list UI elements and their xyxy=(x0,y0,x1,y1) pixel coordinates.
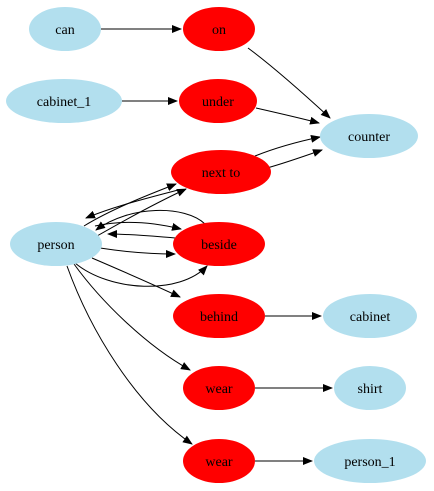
edge-person-to-wear_2 xyxy=(66,265,193,445)
edges-layer xyxy=(66,25,333,465)
node-shape xyxy=(171,150,271,194)
node-shape xyxy=(6,79,122,123)
edge-beside-to-person xyxy=(95,210,206,231)
edge-next_to-to-person xyxy=(85,189,179,219)
node-shape xyxy=(320,114,418,158)
node-label: under xyxy=(202,95,234,110)
node-label: counter xyxy=(348,130,390,145)
edge-on-to-counter xyxy=(247,47,331,119)
node-shape xyxy=(173,294,265,338)
node-can: can xyxy=(29,7,101,51)
edge-next_to-to-counter xyxy=(254,134,321,157)
node-shape xyxy=(323,294,417,338)
node-label: on xyxy=(212,23,226,38)
edge-under-to-counter xyxy=(255,107,320,125)
node-shape xyxy=(314,439,426,483)
edge-person-to-next_to xyxy=(83,183,177,227)
node-shape xyxy=(179,79,257,123)
node-on: on xyxy=(183,7,255,51)
node-shirt: shirt xyxy=(334,366,406,410)
edge-person-to-next_to xyxy=(96,188,187,237)
node-label: cabinet_1 xyxy=(37,95,91,110)
edge-beside-to-person xyxy=(107,230,176,239)
node-label: person xyxy=(37,238,74,253)
node-behind: behind xyxy=(173,294,265,338)
node-shape xyxy=(183,439,255,483)
node-counter: counter xyxy=(320,114,418,158)
node-wear-2: wear xyxy=(183,439,255,483)
node-label: behind xyxy=(200,310,238,325)
edge-person-to-beside xyxy=(94,221,182,231)
edge-person-to-beside xyxy=(99,247,176,258)
node-label: wear xyxy=(205,382,233,397)
node-cabinet: cabinet xyxy=(323,294,417,338)
node-shape xyxy=(183,7,255,51)
node-label: person_1 xyxy=(344,455,395,470)
node-label: can xyxy=(55,23,74,38)
node-label: beside xyxy=(201,238,237,253)
node-shape xyxy=(29,7,101,51)
node-person: person xyxy=(10,222,102,266)
nodes-layer: can on cabinet_1 under counter next to person b… xyxy=(6,7,426,483)
node-label: wear xyxy=(205,455,233,470)
node-shape xyxy=(183,366,255,410)
node-under: under xyxy=(179,79,257,123)
node-beside: beside xyxy=(173,222,265,266)
node-shape xyxy=(10,222,102,266)
node-cabinet-1: cabinet_1 xyxy=(6,79,122,123)
edge-person-to-wear_1 xyxy=(73,263,191,371)
edge-next_to-to-counter xyxy=(266,149,323,169)
node-shape xyxy=(173,222,265,266)
node-shape xyxy=(334,366,406,410)
node-label: shirt xyxy=(358,382,383,397)
node-person-1: person_1 xyxy=(314,439,426,483)
edge-person-to-behind xyxy=(91,257,181,298)
node-wear-1: wear xyxy=(183,366,255,410)
node-label: cabinet xyxy=(350,310,391,325)
node-label: next to xyxy=(202,166,241,181)
node-next-to: next to xyxy=(171,150,271,194)
edge-person-to-beside xyxy=(74,262,208,287)
